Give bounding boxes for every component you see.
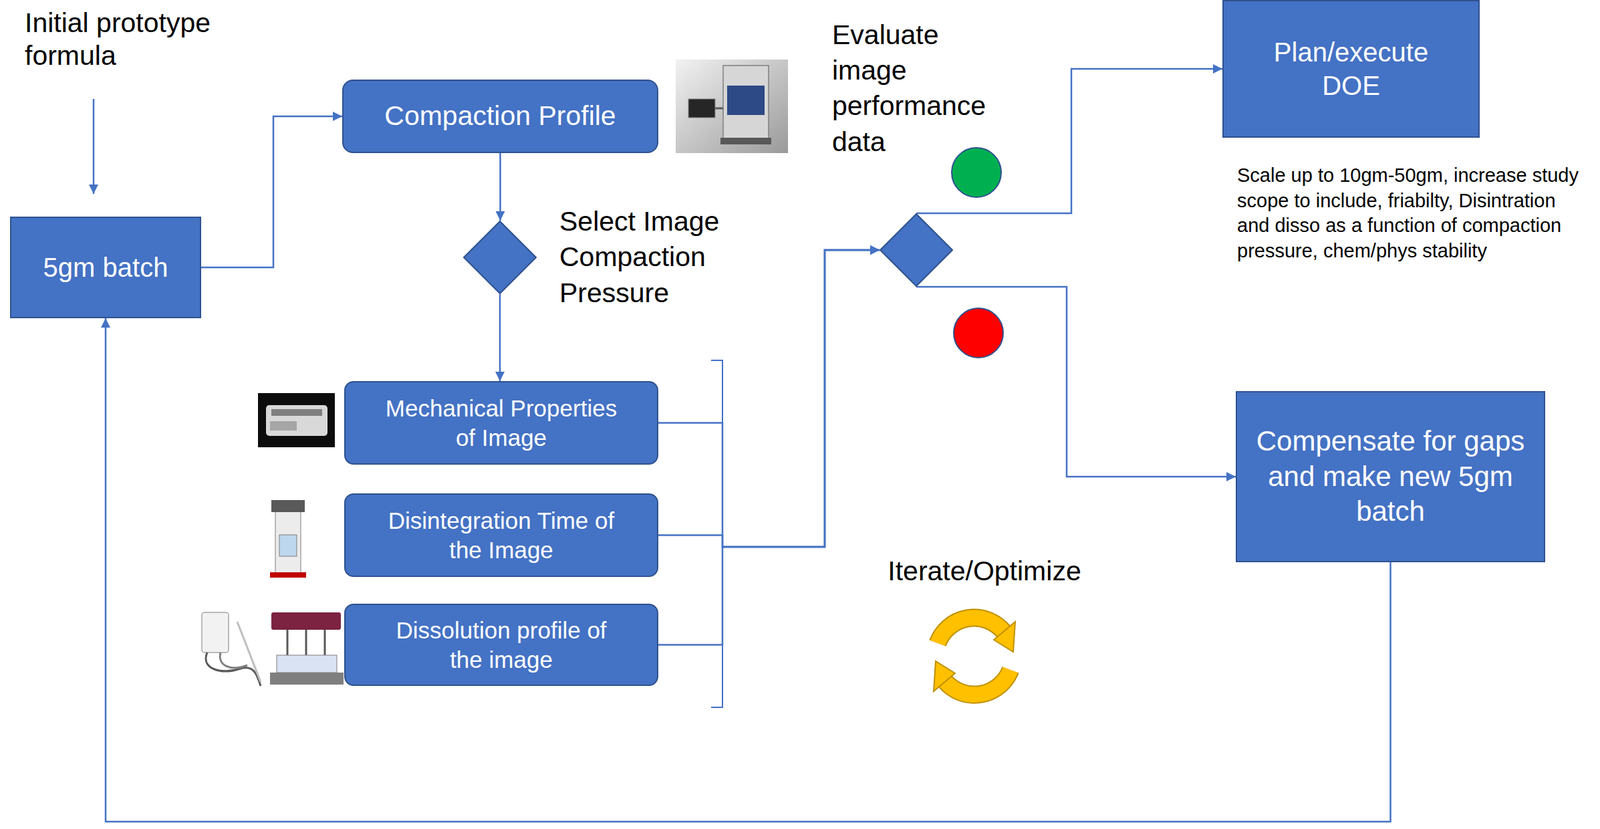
box-label: Dissolution profile of the image (380, 615, 622, 675)
apparatus-shaft (305, 629, 308, 659)
machine-cabinet (723, 65, 769, 141)
diamond-shape (463, 221, 537, 294)
texture-analyser-photo (257, 392, 335, 448)
note-text: Scale up to 10gm-50gm, increase study sc… (1237, 163, 1592, 264)
cycle-label: Iterate/Optimize (870, 554, 1099, 588)
compaction-simulator-photo (675, 59, 788, 154)
box-label: Disintegration Time of the Image (380, 505, 622, 565)
photo-ground (675, 59, 788, 154)
apparatus-head (271, 612, 341, 630)
tester-beaker (279, 534, 297, 557)
probe-unit (201, 612, 229, 653)
tester-tower (275, 502, 301, 575)
input-arrow (92, 98, 95, 194)
input-label: Initial prototype formula (24, 6, 252, 73)
tester-base (270, 572, 307, 578)
no-go-status-dot (953, 308, 1004, 358)
process-box: Plan/execute DOE (1222, 0, 1480, 138)
diamond-shape (880, 213, 953, 287)
apparatus-base (270, 672, 344, 685)
monitor-arm (715, 107, 724, 110)
decision-label: Evaluate image performance data (832, 17, 1006, 160)
analyser-slot (271, 409, 323, 416)
box-label: Compensate for gaps and make new 5gm bat… (1249, 423, 1532, 530)
decision-label: Select Image Compaction Pressure (559, 203, 734, 311)
apparatus-vessels (276, 654, 337, 673)
test-box: Disintegration Time of the Image (344, 493, 659, 577)
disintegration-tester-photo (270, 499, 307, 578)
process-box: Compaction Profile (342, 79, 659, 154)
flow-connector (499, 153, 502, 221)
monitor (688, 98, 716, 118)
probe-tip (237, 621, 261, 682)
cycle-arrowhead (993, 621, 1016, 652)
box-label: Plan/execute DOE (1257, 35, 1445, 103)
decision-diamond: Evaluate image performance data (879, 213, 954, 287)
dissolution-apparatus-photo (270, 612, 344, 685)
analyser-panel (270, 421, 297, 431)
process-box: 5gm batch (10, 216, 202, 319)
apparatus-shaft (286, 629, 289, 659)
tester-head (271, 499, 305, 512)
machine-window (727, 85, 765, 115)
cycle-icon (933, 617, 1016, 695)
machine-base (720, 137, 772, 145)
flow-connector (658, 249, 880, 547)
fiber-optic-probe-photo (201, 612, 261, 686)
flow-connector (105, 318, 1391, 822)
box-label: Mechanical Properties of Image (380, 393, 622, 453)
box-label: 5gm batch (43, 250, 169, 285)
flow-connector (658, 249, 880, 645)
diamond-outline (879, 213, 954, 287)
flow-connector (201, 116, 343, 268)
cycle-arrowhead (933, 660, 956, 692)
test-box: Dissolution profile of the image (344, 603, 659, 686)
test-box: Mechanical Properties of Image (344, 380, 659, 465)
group-bracket (711, 360, 723, 708)
flow-connector (916, 286, 1236, 477)
go-status-dot (951, 147, 1002, 198)
flow-connector (499, 294, 502, 381)
apparatus-shaft (324, 629, 327, 659)
decision-diamond: Select Image Compaction Pressure (463, 220, 537, 295)
box-label: Compaction Profile (384, 98, 616, 133)
probe-cable (219, 652, 248, 668)
flow-connector (658, 249, 880, 547)
photo-ground (257, 392, 335, 448)
process-box: Compensate for gaps and make new 5gm bat… (1235, 390, 1546, 563)
probe-cable (205, 652, 261, 686)
analyser-body (265, 405, 328, 436)
diamond-outline (463, 220, 537, 295)
flow-connector (916, 68, 1223, 214)
